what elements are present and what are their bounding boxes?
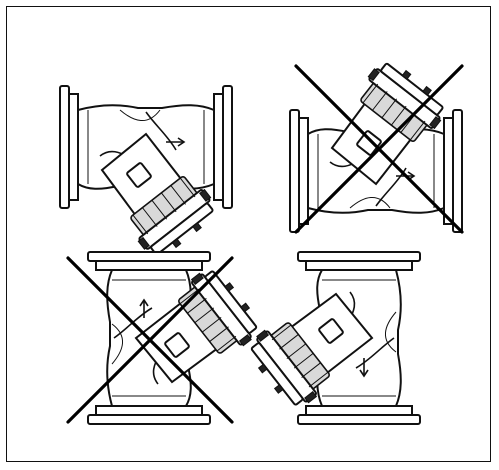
cross-line bbox=[66, 256, 234, 424]
panel-top-right bbox=[289, 53, 464, 234]
panel-bottom-left bbox=[66, 251, 267, 425]
panel-bottom-right bbox=[241, 251, 421, 425]
panel-top-left bbox=[59, 85, 233, 265]
cross-line bbox=[294, 64, 464, 234]
